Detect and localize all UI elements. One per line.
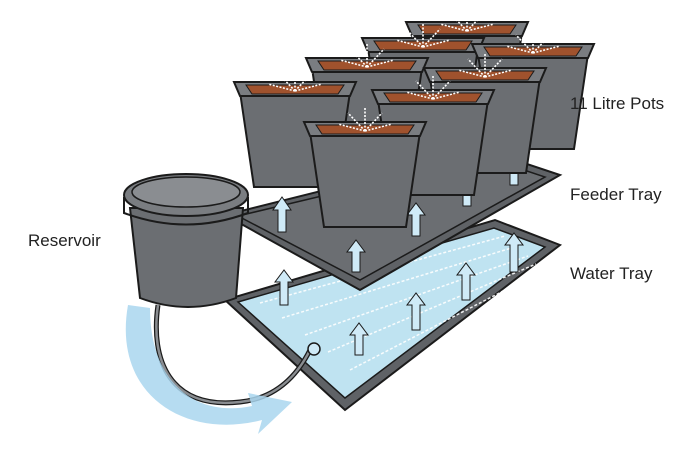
label-feeder-tray: Feeder Tray [570,185,662,204]
pots [233,7,595,228]
flow-arrow [125,305,292,434]
label-water-tray: Water Tray [570,264,653,283]
label-reservoir: Reservoir [28,231,101,250]
inlet-fitting [307,342,321,356]
reservoir-bucket [123,173,249,308]
flow-arrows-up [274,232,524,356]
label-pots: 11 Litre Pots [570,94,665,113]
